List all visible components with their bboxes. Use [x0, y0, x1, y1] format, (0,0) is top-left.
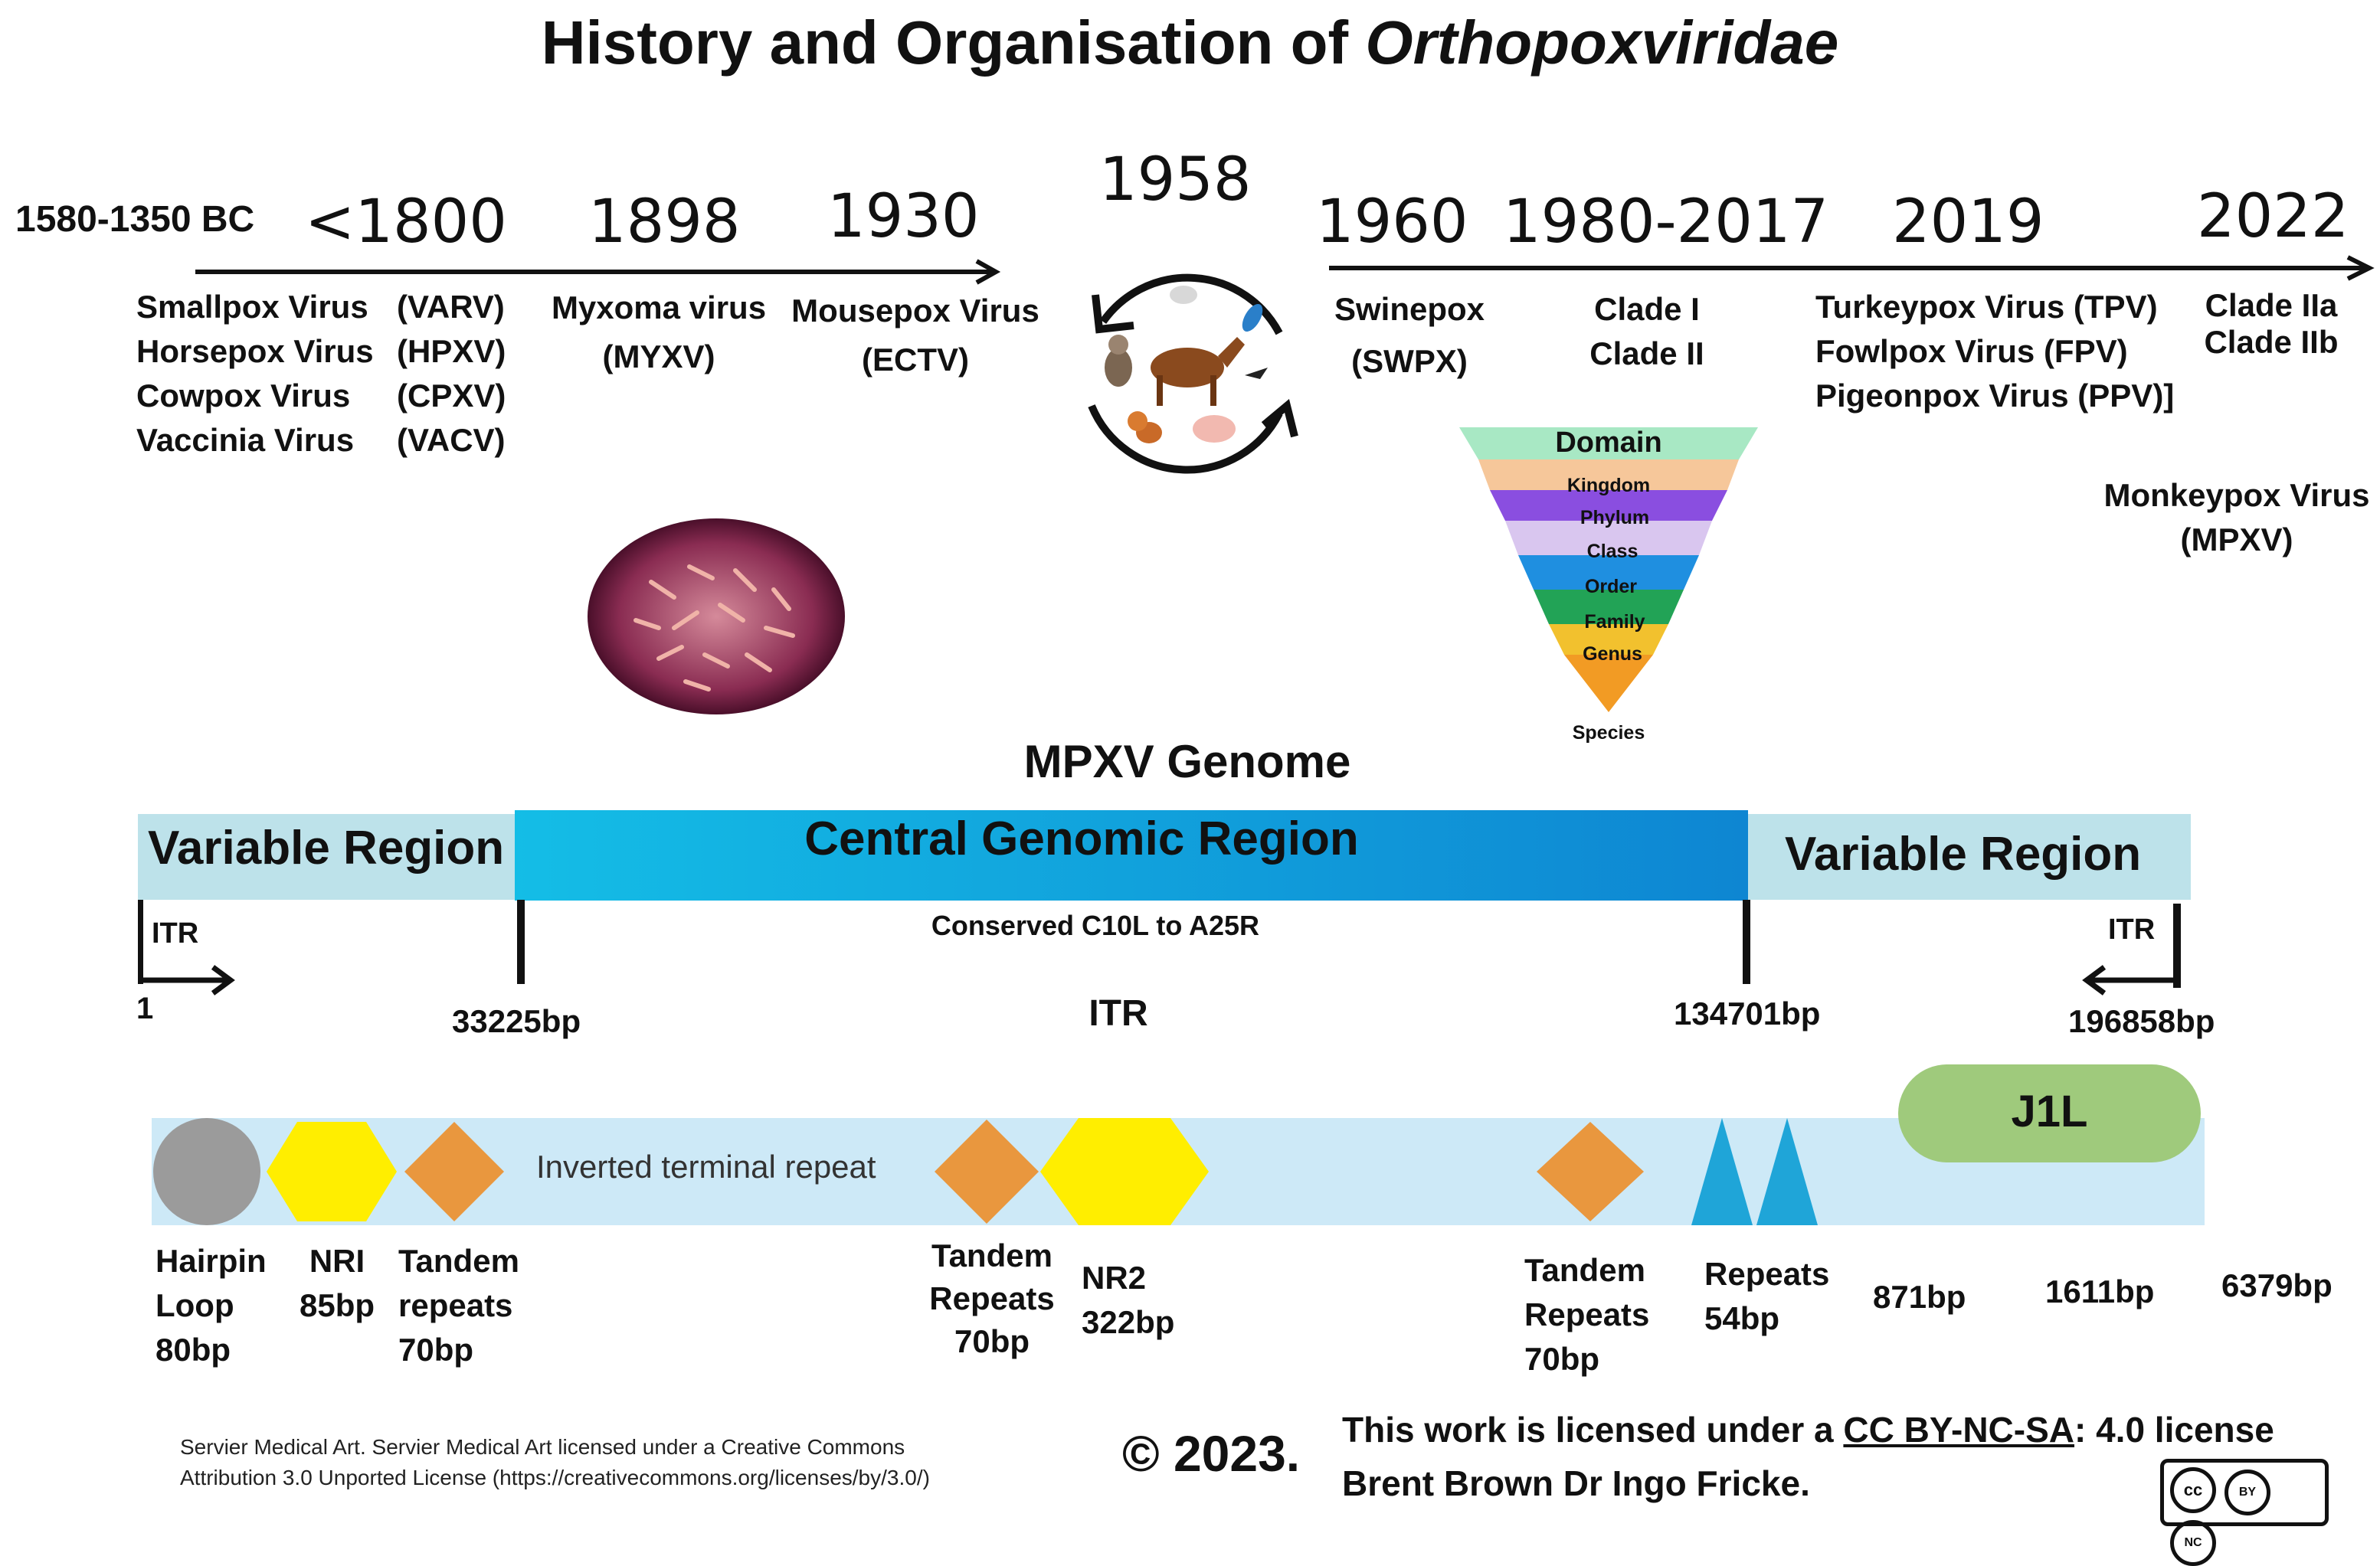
nc-icon: NC: [2170, 1520, 2216, 1566]
tandem-repeat-diamond-3: [1537, 1122, 1644, 1221]
central-genomic-region: [515, 810, 1748, 901]
position-134701: 134701bp: [1674, 996, 1821, 1031]
attribution-text: Servier Medical Art. Servier Medical Art…: [180, 1435, 930, 1489]
page-title: History and Organisation of Orthopoxviri…: [541, 8, 1839, 77]
repeat-triangle-2: [1756, 1118, 1818, 1225]
taxonomy-phylum: Phylum: [1580, 507, 1650, 528]
variable-region-right-label: Variable Region: [1785, 828, 2142, 881]
year-1800: <1800: [305, 188, 507, 257]
timeline-left-arrow: [195, 259, 1001, 285]
conserved-label: Conserved C10L to A25R: [931, 910, 1260, 941]
cc-icon: cc: [2170, 1467, 2216, 1513]
position-33225: 33225bp: [452, 1003, 581, 1039]
nr1-hexagon: [267, 1122, 397, 1221]
size-871bp: 871bp: [1873, 1279, 1966, 1315]
year-1958: 1958: [1099, 145, 1252, 214]
taxonomy-band-domain: [1459, 427, 1758, 459]
taxonomy-band-order: [1518, 555, 1699, 590]
group-1800-names: Smallpox Virus Horsepox Virus Cowpox Vir…: [136, 289, 374, 458]
year-2019: 2019: [1892, 188, 2044, 257]
size-1611bp: 1611bp: [2045, 1273, 2155, 1309]
itr-elements: [153, 1064, 2201, 1225]
j1l-label: J1L: [2011, 1087, 2088, 1136]
tandem-repeat-diamond-1: [404, 1122, 504, 1221]
year-1898: 1898: [588, 188, 741, 257]
itr-left-arrow: [140, 965, 235, 996]
itr-center-label: ITR: [1089, 993, 1148, 1034]
taxonomy-species: Species: [1572, 722, 1645, 744]
marker-33225: [517, 900, 525, 984]
group-1980-2017: Clade I Clade II: [1589, 291, 1704, 371]
taxonomy-band-species: [1564, 655, 1653, 712]
year-1960: 1960: [1316, 188, 1468, 257]
taxonomy-band-family: [1534, 590, 1684, 624]
year-1980-2017: 1980-2017: [1503, 188, 1829, 257]
repeat-triangle-1: [1691, 1118, 1753, 1225]
year-1580bc: 1580-1350 BC: [15, 199, 255, 240]
group-2022: Clade IIa Clade IIb: [2204, 287, 2339, 360]
year-1930: 1930: [827, 182, 980, 251]
virus-particle-illustration: [588, 518, 845, 714]
taxonomy-class: Class: [1586, 541, 1639, 562]
host-cycle-illustration: [1088, 273, 1298, 474]
authors: Brent Brown Dr Ingo Fricke.: [1342, 1463, 1810, 1503]
itr-left-label: ITR: [152, 917, 199, 950]
license-link[interactable]: CC BY-NC-SA: [1843, 1410, 2074, 1450]
taxonomy-family: Family: [1584, 611, 1645, 633]
itr-band-label: Inverted terminal repeat: [536, 1149, 876, 1185]
taxonomy-pyramid: [1459, 427, 1758, 712]
marker-134701: [1743, 900, 1750, 984]
position-1: 1: [136, 992, 154, 1025]
taxonomy-band-genus: [1549, 624, 1668, 655]
hairpin-loop-shape: [153, 1118, 260, 1225]
group-1960: Swinepox (SWPX): [1334, 291, 1485, 379]
marker-start: [138, 900, 143, 984]
year-2022: 2022: [2197, 182, 2349, 251]
group-1930: Mousepox Virus (ECTV): [791, 293, 1039, 378]
copyright: © 2023.: [1122, 1425, 1301, 1482]
position-196858: 196858bp: [2068, 1003, 2215, 1039]
by-icon: BY: [2224, 1470, 2270, 1515]
marker-end: [2173, 904, 2181, 988]
taxonomy-order: Order: [1584, 576, 1638, 597]
group-1898: Myxoma virus (MYXV): [551, 289, 767, 374]
central-region-label: Central Genomic Region: [804, 812, 1359, 865]
variable-region-left-label: Variable Region: [148, 822, 505, 875]
taxonomy-band-class: [1505, 521, 1712, 555]
genome-title: MPXV Genome: [1023, 736, 1351, 787]
itr-right-arrow: [2082, 965, 2177, 996]
license-line: This work is licensed under a CC BY-NC-S…: [1342, 1410, 2274, 1450]
taxonomy-domain: Domain: [1555, 427, 1662, 459]
monkeypox-label: Monkeypox Virus (MPXV): [2103, 477, 2370, 557]
size-6379bp: 6379bp: [2221, 1267, 2333, 1303]
taxonomy-band-kingdom: [1478, 459, 1739, 490]
timeline-right-arrow: [1329, 255, 2375, 281]
group-1800-abbr: (VARV) (HPXV) (CPXV) (VACV): [397, 289, 506, 458]
j1l-pill: [1898, 1064, 2201, 1162]
taxonomy-band-phylum: [1490, 490, 1727, 521]
nr2-hexagon: [1040, 1118, 1209, 1225]
taxonomy-kingdom: Kingdom: [1566, 475, 1651, 496]
tandem-repeat-diamond-2: [935, 1120, 1039, 1224]
itr-right-label: ITR: [2108, 914, 2156, 946]
taxonomy-genus: Genus: [1583, 643, 1642, 665]
group-2019: Turkeypox Virus (TPV) Fowlpox Virus (FPV…: [1815, 289, 2175, 414]
